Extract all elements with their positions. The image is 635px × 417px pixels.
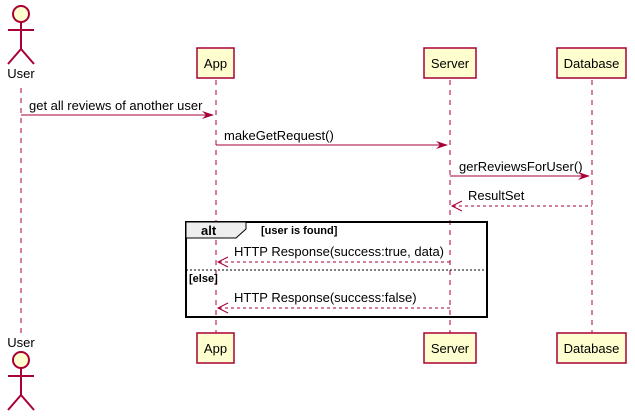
message-http-response-success: HTTP Response(success:true, data) (216, 244, 450, 268)
participant-app-label-bottom: App (204, 341, 227, 356)
alt-fragment: alt [user is found] HTTP Response(succes… (185, 221, 488, 318)
alt-guard-else: [else] (189, 273, 218, 285)
message-label: HTTP Response(success:true, data) (234, 244, 444, 259)
participant-server-bottom: Server (423, 332, 477, 364)
participant-app-bottom: App (196, 332, 235, 364)
participant-user-label-top: User (7, 66, 35, 81)
participant-database-label-bottom: Database (564, 341, 620, 356)
message-label: makeGetRequest() (224, 128, 334, 143)
actor-user-bottom (7, 351, 35, 411)
message-get-all-reviews: get all reviews of another user (21, 98, 214, 119)
alt-keyword: alt (201, 223, 217, 238)
participant-database-top: Database (556, 47, 627, 79)
message-label: HTTP Response(success:false) (234, 290, 417, 305)
message-ger-reviews-for-user: gerReviewsForUser() (450, 159, 590, 180)
message-label: ResultSet (468, 188, 525, 203)
actor-user-top (7, 5, 35, 65)
alt-guard-user-is-found: [user is found] (261, 225, 338, 237)
participant-app-top: App (196, 47, 235, 79)
message-result-set: ResultSet (450, 188, 592, 212)
message-make-get-request: makeGetRequest() (216, 128, 448, 149)
participant-app-label-top: App (204, 56, 227, 71)
participant-database-bottom: Database (556, 332, 627, 364)
participant-server-label-bottom: Server (431, 341, 470, 356)
message-label: get all reviews of another user (29, 98, 203, 113)
message-http-response-failure: HTTP Response(success:false) (216, 290, 450, 314)
participant-server-label-top: Server (431, 56, 470, 71)
participant-server-top: Server (423, 47, 477, 79)
participant-user-label-bottom: User (7, 335, 35, 350)
message-label: gerReviewsForUser() (459, 159, 583, 174)
participant-database-label-top: Database (564, 56, 620, 71)
